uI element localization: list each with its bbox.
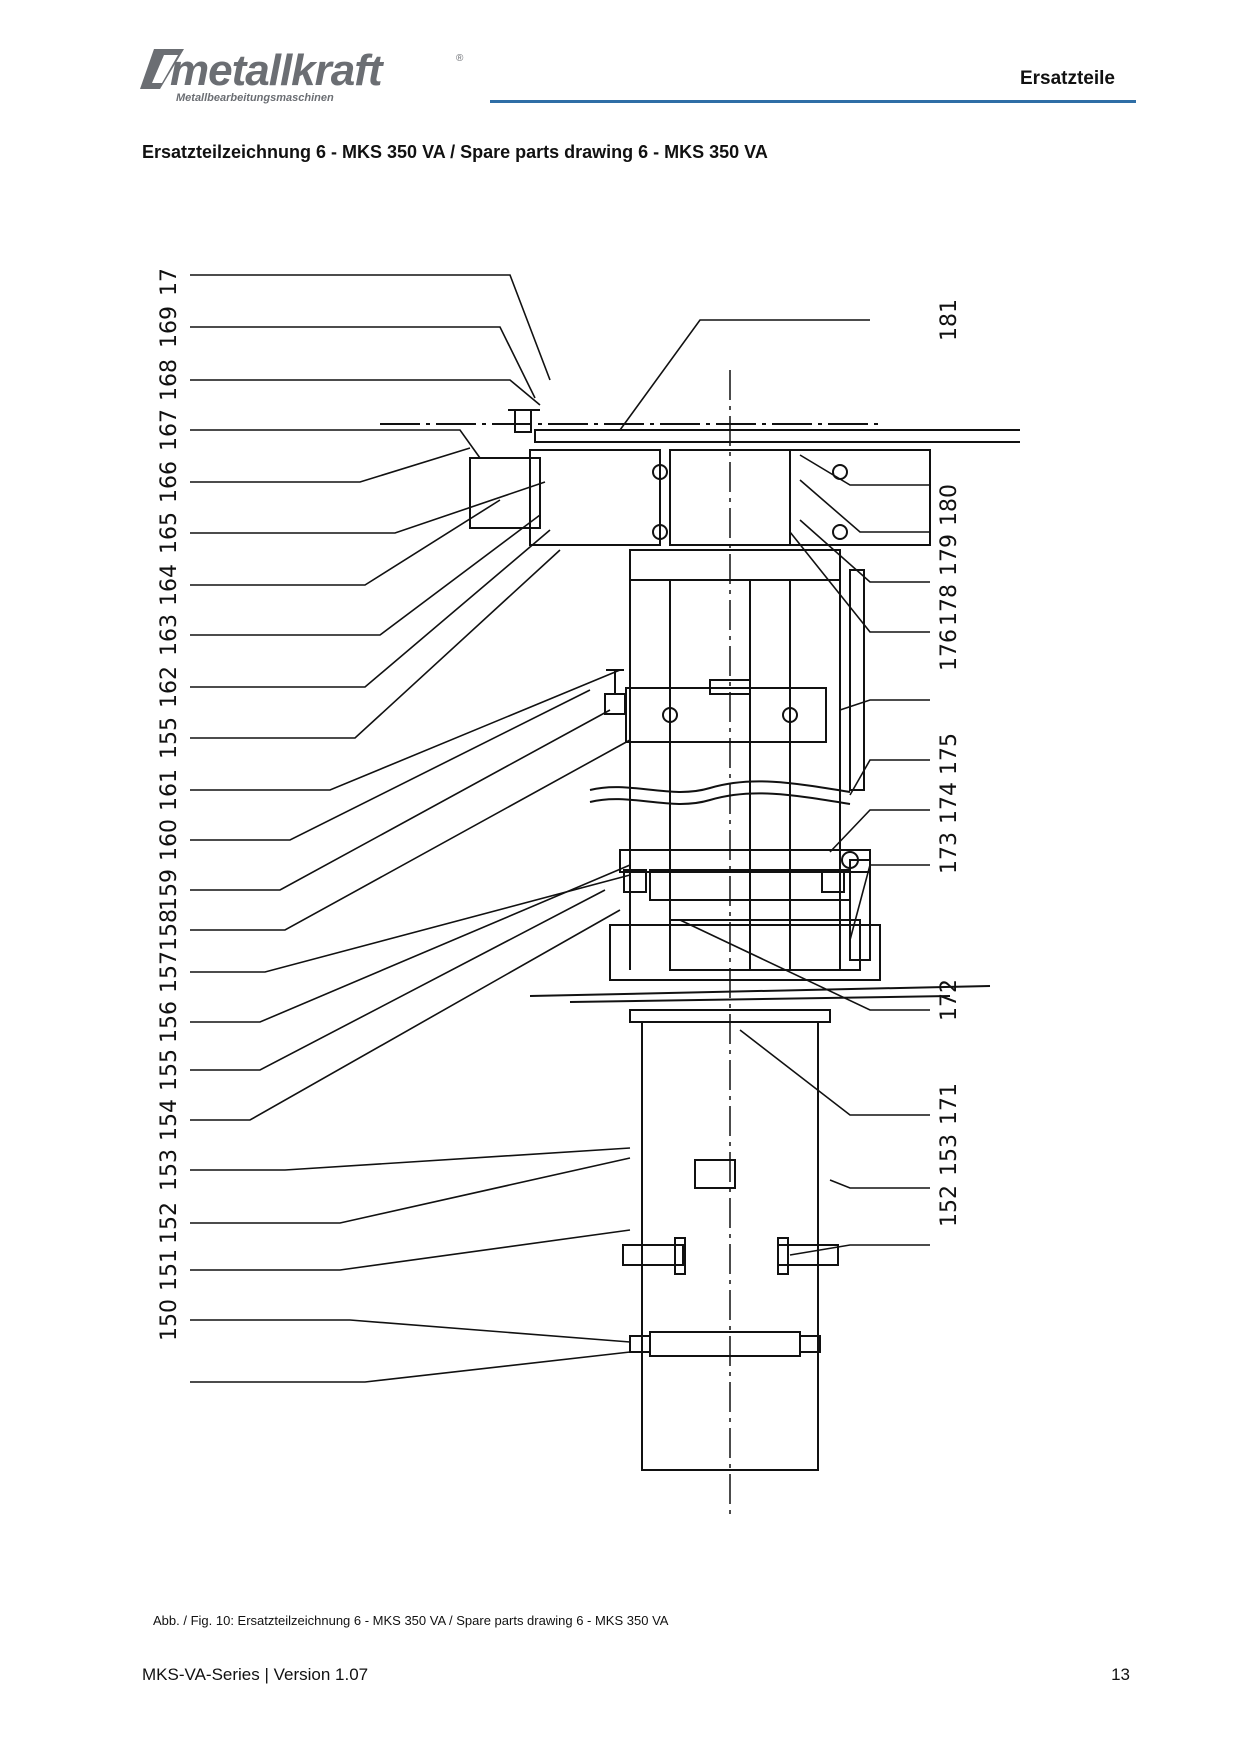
callout-171: 171 bbox=[937, 1083, 962, 1125]
left-callouts: 170 169 168 167 166 165 164 163 162 155 … bbox=[157, 270, 182, 1341]
callout-165: 165 bbox=[157, 512, 182, 554]
callout-179: 179 bbox=[937, 534, 962, 576]
leader-lines bbox=[190, 274, 930, 1383]
callout-152-left: 152 bbox=[157, 1202, 182, 1244]
callout-151: 151 bbox=[157, 1249, 182, 1291]
callout-178: 178 bbox=[937, 584, 962, 626]
logo-mark-inner-icon bbox=[152, 55, 178, 83]
page-title: Ersatzteilzeichnung 6 - MKS 350 VA / Spa… bbox=[142, 142, 768, 162]
callout-173: 173 bbox=[937, 832, 962, 874]
callout-168: 168 bbox=[157, 359, 182, 401]
callout-166: 166 bbox=[157, 461, 182, 503]
callout-154: 154 bbox=[157, 1099, 182, 1141]
header-divider bbox=[490, 100, 1136, 103]
callout-180: 180 bbox=[937, 484, 962, 526]
logo-subtitle: Metallbearbeitungsmaschinen bbox=[176, 92, 334, 104]
callout-156: 156 bbox=[157, 1001, 182, 1043]
callout-170: 170 bbox=[157, 270, 182, 296]
callout-155-upper: 155 bbox=[157, 717, 182, 759]
callout-158: 158 bbox=[157, 909, 182, 951]
callout-163: 163 bbox=[157, 614, 182, 656]
callout-164: 164 bbox=[157, 564, 182, 606]
callout-169: 169 bbox=[157, 306, 182, 348]
callout-157: 157 bbox=[157, 951, 182, 993]
callout-172: 172 bbox=[937, 979, 962, 1021]
footer-document-version: MKS-VA-Series | Version 1.07 bbox=[142, 1665, 369, 1684]
metallkraft-logo: metallkraft ® Metallbearbeitungsmaschine… bbox=[140, 46, 464, 104]
logo-wordmark: metallkraft bbox=[170, 46, 385, 95]
callout-176: 176 bbox=[937, 629, 962, 671]
footer-page-number: 13 bbox=[1111, 1665, 1130, 1684]
spare-parts-drawing: 170 169 168 167 166 165 164 163 162 155 … bbox=[157, 270, 1020, 1520]
callout-159: 159 bbox=[157, 869, 182, 911]
callout-160: 160 bbox=[157, 819, 182, 861]
section-title: Ersatzteile bbox=[1019, 68, 1115, 89]
callout-152-right: 152 bbox=[937, 1185, 962, 1227]
callout-181: 181 bbox=[937, 299, 962, 341]
callout-153-left: 153 bbox=[157, 1149, 182, 1191]
callout-175: 175 bbox=[937, 733, 962, 775]
callout-162: 162 bbox=[157, 666, 182, 708]
callout-150: 150 bbox=[157, 1299, 182, 1341]
callout-174: 174 bbox=[937, 782, 962, 824]
callout-155-lower: 155 bbox=[157, 1049, 182, 1091]
figure-caption: Abb. / Fig. 10: Ersatzteilzeichnung 6 - … bbox=[153, 1613, 669, 1628]
callout-153-right: 153 bbox=[937, 1134, 962, 1176]
right-callouts: 181 180 179 178 176 175 174 173 172 171 … bbox=[937, 299, 962, 1227]
logo-registered-mark: ® bbox=[456, 53, 464, 64]
callout-161: 161 bbox=[157, 769, 182, 811]
callout-167: 167 bbox=[157, 409, 182, 451]
drawing-linework bbox=[380, 370, 1020, 1520]
